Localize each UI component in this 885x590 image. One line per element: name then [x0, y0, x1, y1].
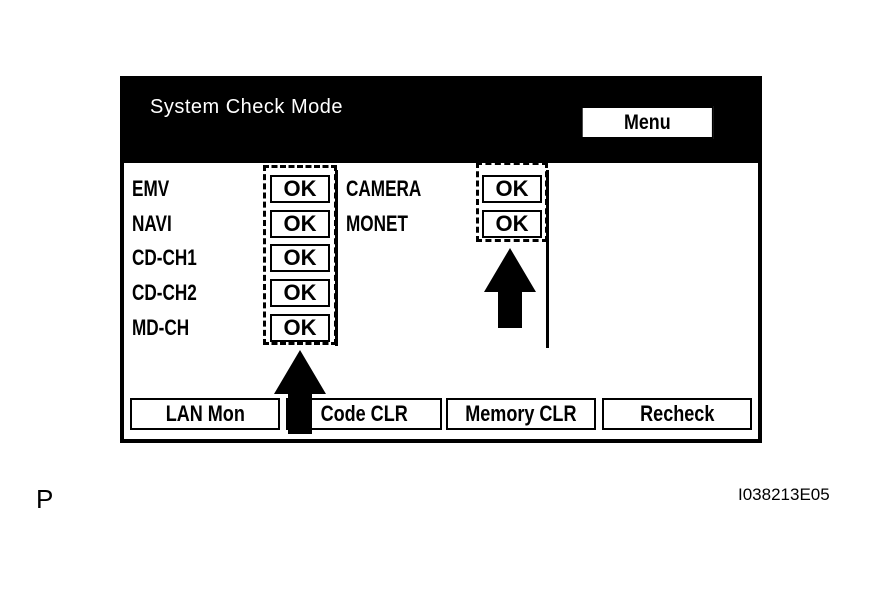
status-ok-camera[interactable]: OK: [482, 175, 542, 203]
menu-button[interactable]: Menu: [581, 106, 714, 139]
item-label-md-ch: MD-CH: [132, 315, 190, 340]
recheck-button[interactable]: Recheck: [602, 398, 752, 430]
recheck-label: Recheck: [639, 401, 715, 426]
screen-header: System Check Mode Menu: [124, 80, 758, 163]
item-label-camera: CAMERA: [346, 176, 422, 201]
lan-mon-label: LAN Mon: [165, 401, 245, 426]
column-divider-left: [335, 170, 338, 346]
item-label-cd-ch1: CD-CH1: [132, 245, 197, 270]
status-ok-cd-ch2[interactable]: OK: [270, 279, 330, 307]
status-ok-monet[interactable]: OK: [482, 210, 542, 238]
status-ok-emv[interactable]: OK: [270, 175, 330, 203]
lan-mon-button[interactable]: LAN Mon: [130, 398, 280, 430]
code-clr-label: Code CLR: [320, 401, 408, 426]
system-check-screen: System Check Mode Menu EMV NAVI CD-CH1 C…: [120, 76, 762, 443]
item-label-monet: MONET: [346, 211, 408, 236]
figure-corner-label: P: [36, 484, 54, 514]
status-ok-md-ch[interactable]: OK: [270, 314, 330, 342]
screen-title: System Check Mode: [150, 96, 344, 118]
memory-clr-button[interactable]: Memory CLR: [446, 398, 596, 430]
up-arrow-icon: [274, 350, 326, 434]
item-label-navi: NAVI: [132, 211, 172, 236]
memory-clr-label: Memory CLR: [465, 401, 577, 426]
status-ok-navi[interactable]: OK: [270, 210, 330, 238]
figure-id: I038213E05: [738, 485, 830, 504]
column-divider-right: [546, 170, 549, 348]
item-label-cd-ch2: CD-CH2: [132, 280, 197, 305]
up-arrow-icon: [484, 248, 536, 328]
item-label-emv: EMV: [132, 176, 170, 201]
status-ok-cd-ch1[interactable]: OK: [270, 244, 330, 272]
